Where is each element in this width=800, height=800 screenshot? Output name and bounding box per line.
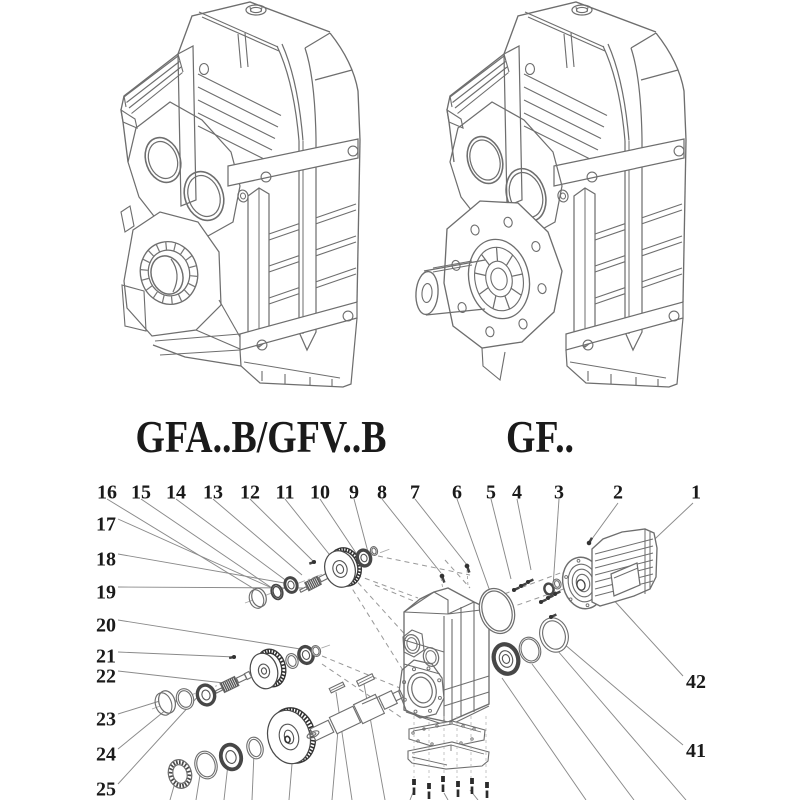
svg-text:5: 5: [486, 482, 496, 504]
svg-text:13: 13: [203, 482, 223, 504]
svg-text:20: 20: [96, 615, 116, 637]
svg-text:16: 16: [97, 482, 117, 504]
svg-text:41: 41: [686, 740, 706, 762]
svg-text:17: 17: [96, 514, 116, 536]
svg-text:10: 10: [310, 482, 330, 504]
svg-text:42: 42: [686, 671, 706, 693]
svg-text:11: 11: [276, 482, 295, 504]
svg-text:2: 2: [613, 482, 623, 504]
svg-text:19: 19: [96, 582, 116, 604]
svg-text:14: 14: [166, 482, 186, 504]
svg-text:4: 4: [512, 482, 522, 504]
svg-text:3: 3: [554, 482, 564, 504]
svg-text:15: 15: [131, 482, 151, 504]
svg-text:GFA..B/GFV..B: GFA..B/GFV..B: [136, 412, 387, 462]
svg-text:8: 8: [377, 482, 387, 504]
svg-text:18: 18: [96, 549, 116, 571]
svg-text:6: 6: [452, 482, 462, 504]
svg-text:9: 9: [349, 482, 359, 504]
svg-text:7: 7: [410, 482, 420, 504]
svg-text:25: 25: [96, 779, 116, 800]
svg-text:1: 1: [691, 482, 701, 504]
svg-text:12: 12: [240, 482, 260, 504]
svg-text:22: 22: [96, 666, 116, 688]
svg-text:GF..: GF..: [506, 412, 574, 462]
svg-text:23: 23: [96, 709, 116, 731]
svg-text:21: 21: [96, 646, 116, 668]
svg-text:24: 24: [96, 744, 116, 766]
